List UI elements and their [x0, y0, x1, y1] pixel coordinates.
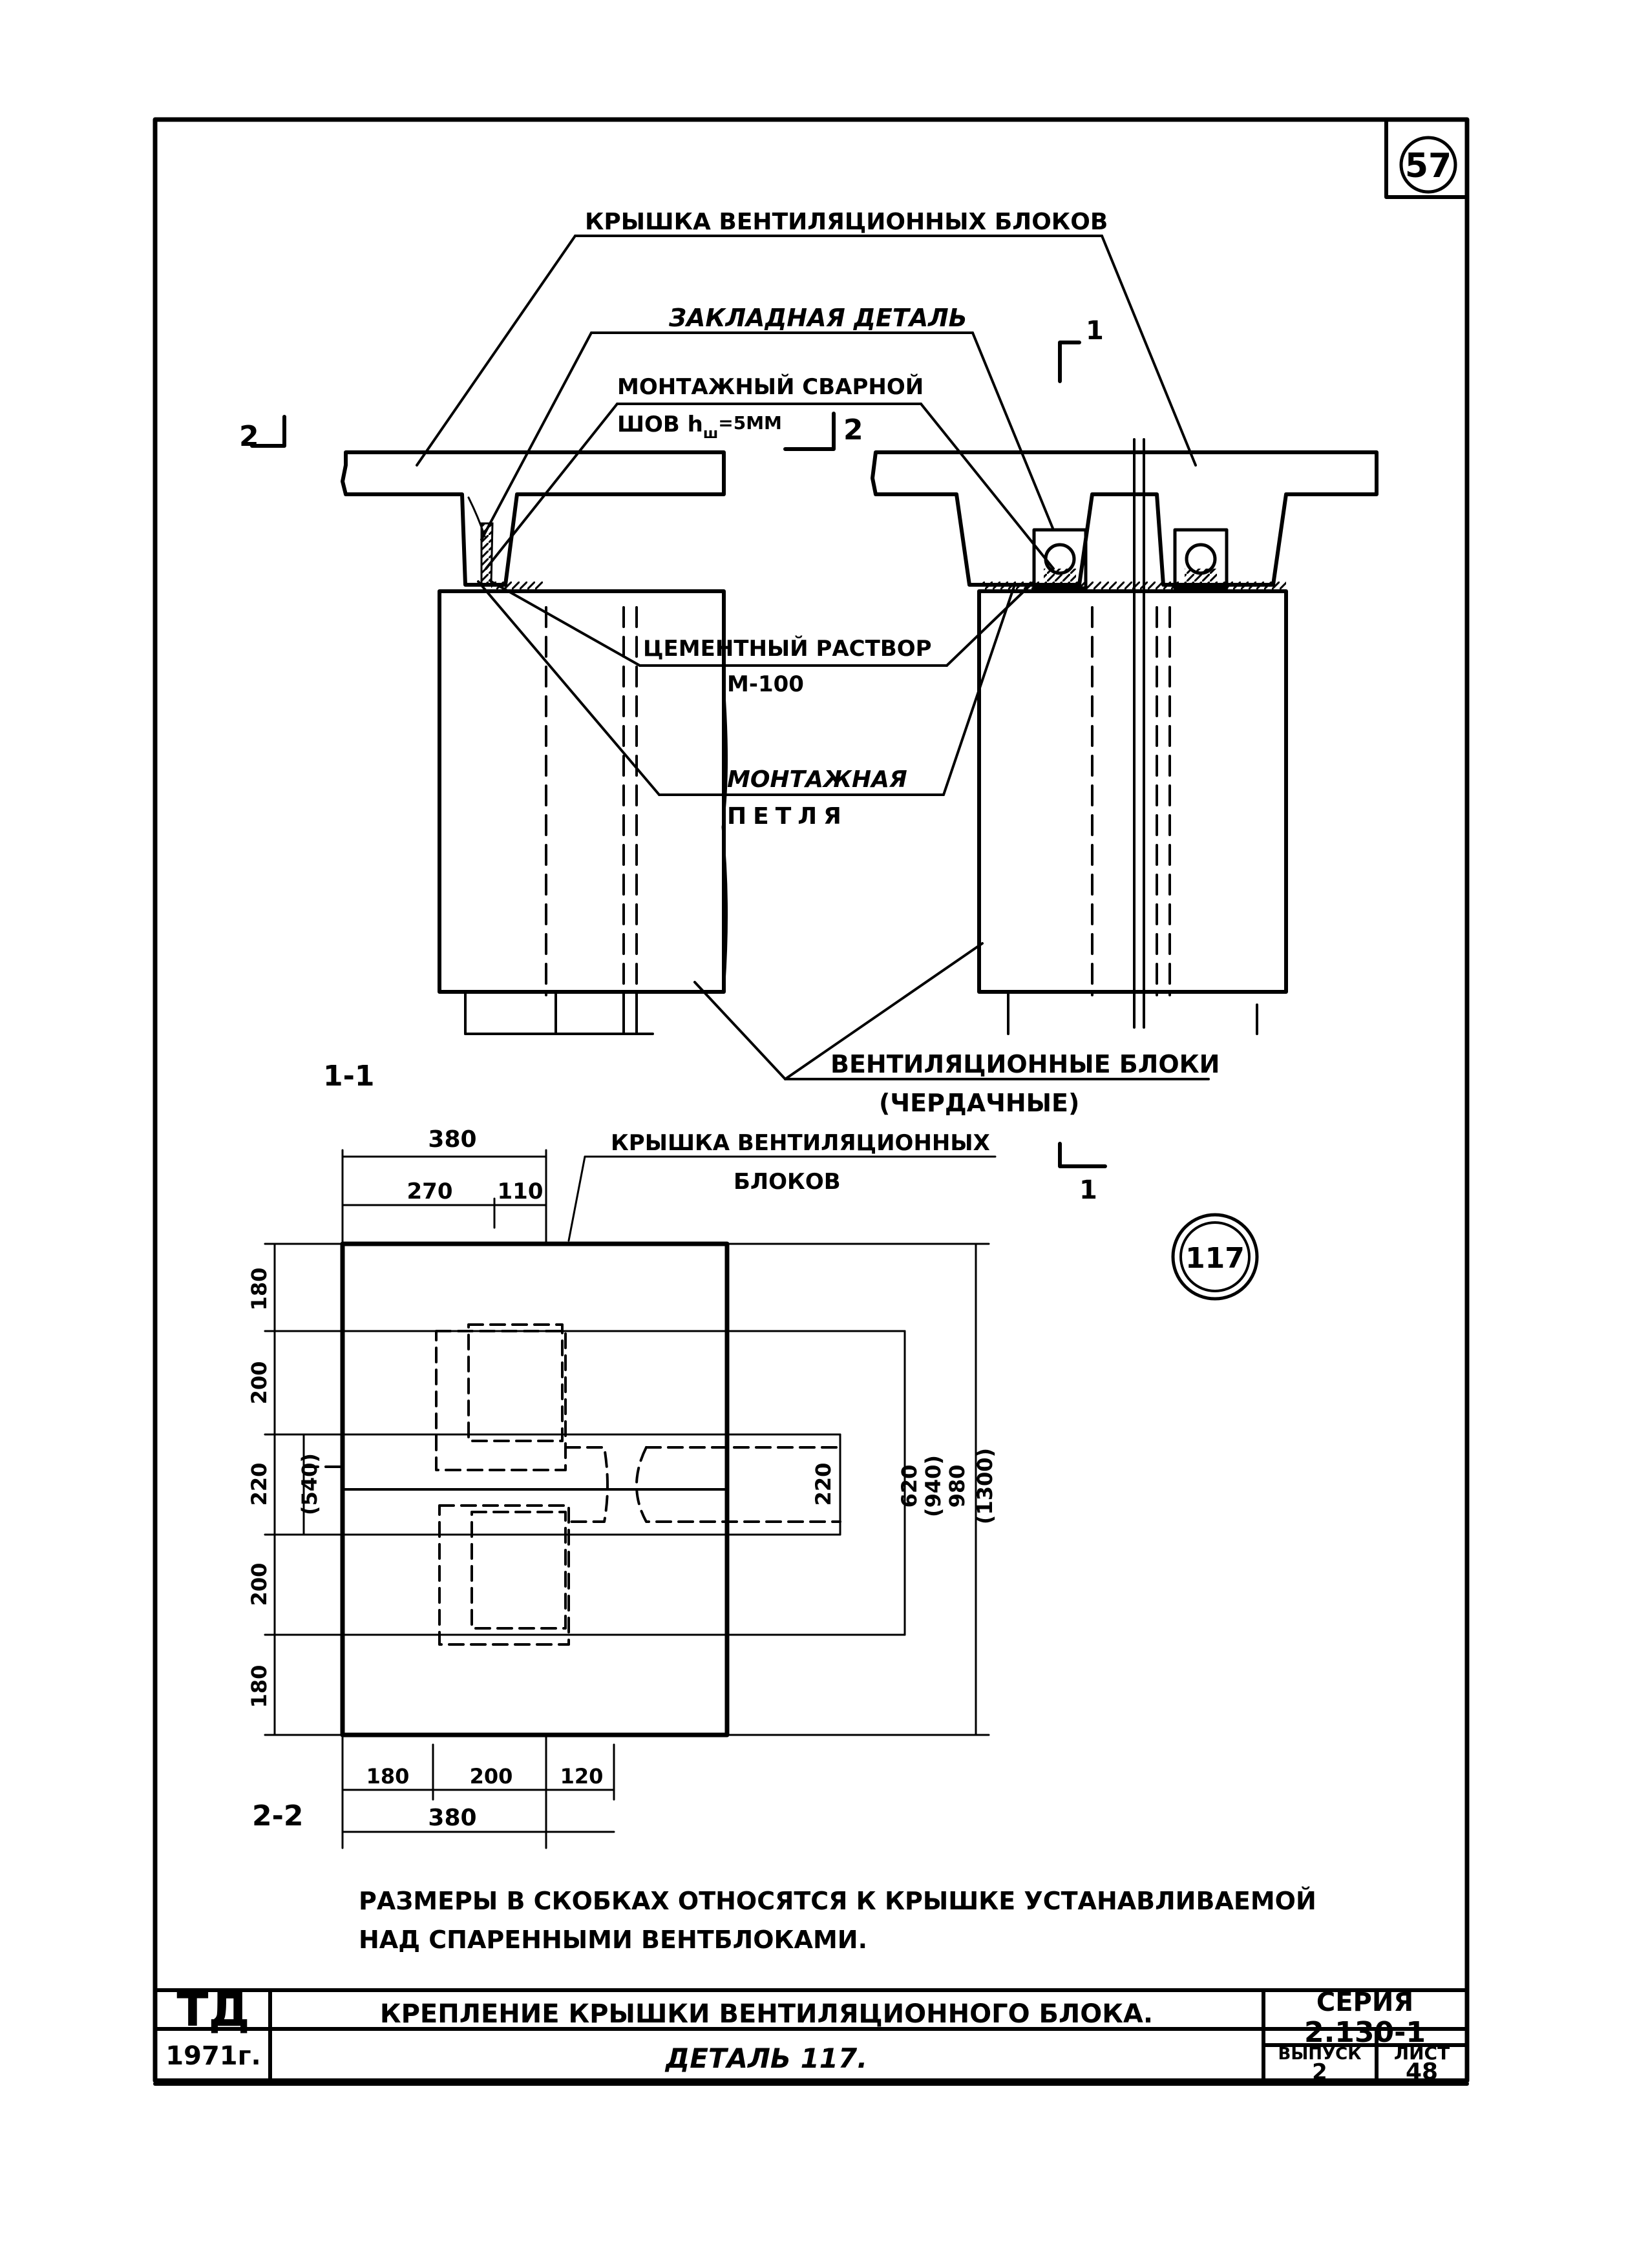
weld-label-line2: ШОВ hш=5ММ — [617, 412, 782, 442]
blocks-label-line1: ВЕНТИЛЯЦИОННЫЕ БЛОКИ — [830, 1050, 1220, 1078]
plan-openings — [302, 1323, 841, 1646]
leader-lines — [416, 235, 1210, 1080]
sheet-label: ЛИСТ — [1394, 2042, 1450, 2064]
section-mark-2-left: 2 — [239, 415, 286, 453]
weld-label-line1: МОНТАЖНЫЙ СВАРНОЙ — [617, 373, 924, 400]
sheet-number-box: 57 — [1384, 118, 1469, 199]
plan-left-dim-3: 220 — [247, 1463, 271, 1506]
plan-left-dim-5: 180 — [247, 1665, 271, 1708]
plan-right-dim-1300: (1300) — [973, 1448, 997, 1524]
plan-dim-270: 270 — [407, 1179, 453, 1204]
note-block: РАЗМЕРЫ В СКОБКАХ ОТНОСЯТСЯ К КРЫШКЕ УСТ… — [359, 1887, 1316, 1954]
blocks-label-line2: (ЧЕРДАЧНЫЕ) — [879, 1089, 1079, 1117]
left-weld — [467, 496, 494, 586]
left-cover-slab — [341, 450, 726, 587]
title-block: ТД 1971г. КРЕПЛЕНИЕ КРЫШКИ ВЕНТИЛЯЦИОННО… — [153, 1982, 1469, 2086]
plan-right-dim-220: 220 — [811, 1463, 836, 1506]
title-code: ТД — [176, 1982, 249, 2037]
detail-marker: 117 — [1171, 1213, 1259, 1301]
plan-view: 1-1 1 380 — [247, 1060, 1259, 1849]
plan-right-dim-620: 620 — [897, 1465, 922, 1508]
embedded-part-left — [1032, 528, 1088, 590]
embedded-part-right — [1173, 528, 1229, 590]
sheet-number: 57 — [1405, 147, 1452, 185]
embedded-part-label: ЗАКЛАДНАЯ ДЕТАЛЬ — [668, 304, 967, 332]
title-year: 1971г. — [165, 2041, 260, 2071]
note-line1: РАЗМЕРЫ В СКОБКАХ ОТНОСЯТСЯ К КРЫШКЕ УСТ… — [359, 1887, 1316, 1915]
section-mark-1-text: 1 — [1086, 316, 1104, 346]
plan-cover-label-1: КРЫШКА ВЕНТИЛЯЦИОННЫХ — [611, 1130, 990, 1156]
loop-label-line1: МОНТАЖНАЯ — [727, 766, 907, 793]
title-main: КРЕПЛЕНИЕ КРЫШКИ ВЕНТИЛЯЦИОННОГО БЛОКА. — [380, 1999, 1153, 2029]
plan-right-dim-980: 980 — [945, 1465, 969, 1508]
mortar-label-line1: ЦЕМЕНТНЫЙ РАСТВОР — [643, 635, 932, 662]
plan-bottom-dims — [341, 1734, 615, 1849]
section-label-1-1: 1-1 — [323, 1060, 375, 1093]
plan-dim-380-top: 380 — [428, 1126, 476, 1153]
plan-dim-110: 110 — [498, 1179, 544, 1204]
section-mark-2-right: 2 — [783, 412, 863, 451]
loop-label-line2: ПЕТЛЯ — [727, 803, 848, 830]
note-line2: НАД СПАРЕННЫМИ ВЕНТБЛОКАМИ. — [359, 1926, 867, 1954]
plan-bottom-dim-3: 120 — [560, 1764, 604, 1789]
plan-left-dim-1: 180 — [247, 1268, 271, 1311]
plan-bottom-dim-2: 200 — [470, 1764, 513, 1789]
detail-marker-text: 117 — [1185, 1242, 1245, 1275]
section-mark-2-left-text: 2 — [239, 420, 259, 453]
issue-value: 2 — [1312, 2059, 1327, 2085]
plan-bottom-dim-1: 180 — [366, 1764, 410, 1789]
plan-cut-mark: 1 — [1058, 1142, 1107, 1205]
mortar-label-line2: М-100 — [727, 671, 804, 697]
series-label: СЕРИЯ — [1316, 1988, 1413, 2017]
section-label-2-2: 2-2 — [252, 1800, 304, 1832]
sheet-value: 48 — [1406, 2059, 1438, 2085]
issue-label: ВЫПУСК — [1278, 2044, 1362, 2064]
plan-left-dims — [264, 1243, 906, 1736]
plan-left-dim-4: 200 — [247, 1563, 271, 1606]
left-vent-block — [438, 582, 728, 1035]
top-view: 1 2 2 — [239, 209, 1379, 1117]
cover-label: КРЫШКА ВЕНТИЛЯЦИОННЫХ БЛОКОВ — [585, 209, 1108, 235]
drawing-frame — [153, 117, 1470, 2083]
title-detail: ДЕТАЛЬ 117. — [664, 2042, 867, 2074]
section-mark-2-right-text: 2 — [843, 414, 863, 446]
plan-left-dim-2: 200 — [247, 1361, 271, 1405]
plan-left-bracket: (540) — [297, 1453, 322, 1515]
right-vent-block — [977, 438, 1288, 1035]
plan-cut-mark-text: 1 — [1079, 1175, 1097, 1205]
plan-bottom-dim-overall: 380 — [428, 1805, 476, 1831]
section-mark-1: 1 — [1058, 316, 1104, 383]
plan-cover-label-2: БЛОКОВ — [734, 1169, 841, 1195]
plan-right-dim-940: (940) — [921, 1455, 945, 1517]
series-value: 2.130-1 — [1304, 2016, 1426, 2049]
plan-top-dims — [341, 1149, 997, 1245]
right-cover-slab — [871, 450, 1379, 587]
plan-right-dims — [726, 1243, 990, 1736]
